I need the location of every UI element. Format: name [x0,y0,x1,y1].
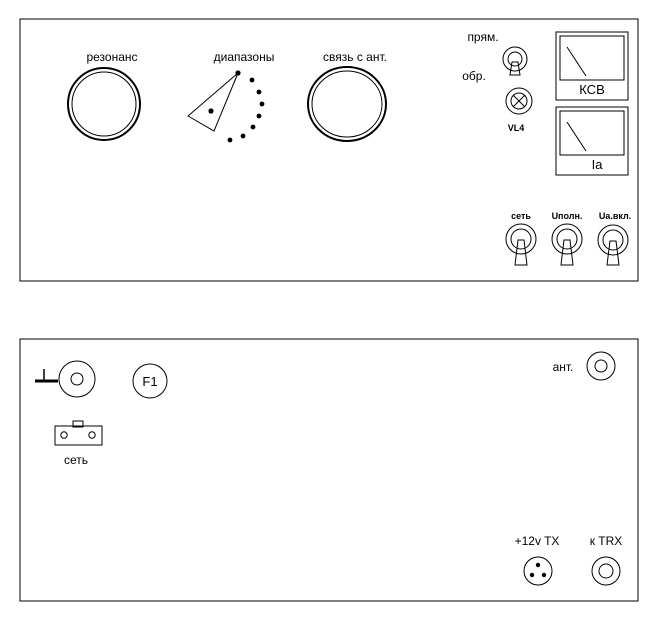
mains-socket-label: сеть [64,453,88,467]
forward-label: прям. [467,30,498,44]
trx-label: к TRX [590,534,623,548]
mains-toggle[interactable] [505,223,537,266]
bands-label: диапазоны [214,50,275,64]
fuse-holder[interactable] [132,363,168,399]
full-voltage-toggle[interactable] [551,223,583,266]
anode-on-switch-label: Ua.вкл. [599,211,631,221]
mains-switch-label: сеть [511,211,531,221]
antenna-label: ант. [553,360,574,374]
mains-socket[interactable] [54,420,103,446]
rear-panel [19,338,639,602]
anode-on-toggle[interactable] [597,224,629,266]
power-tx-connector[interactable] [523,556,553,586]
full-voltage-switch-label: Uполн. [552,211,583,221]
trx-connector[interactable] [591,556,621,586]
front-panel [19,18,639,282]
ground-terminal[interactable] [35,360,96,398]
antenna-coupling-knob[interactable] [307,66,387,142]
reflected-label: обр. [462,69,486,83]
power-tx-label: +12v TX [515,534,560,548]
swr-meter-label: КСВ [579,82,605,97]
resonance-knob[interactable] [67,67,141,141]
antenna-connector[interactable] [586,351,616,381]
swr-mode-toggle[interactable] [502,46,528,76]
resonance-label: резонанс [86,50,137,64]
anode-current-meter [555,106,629,176]
antenna-coupling-label: связь с ант. [323,50,387,64]
swr-meter [555,31,629,101]
lamp-label: VL4 [508,123,525,133]
band-switch-positions [227,77,265,143]
band-switch-pointer[interactable] [187,70,241,132]
lamp-indicator [505,87,533,115]
anode-current-meter-label: Ia [592,157,604,172]
fuse-label: F1 [142,374,157,389]
